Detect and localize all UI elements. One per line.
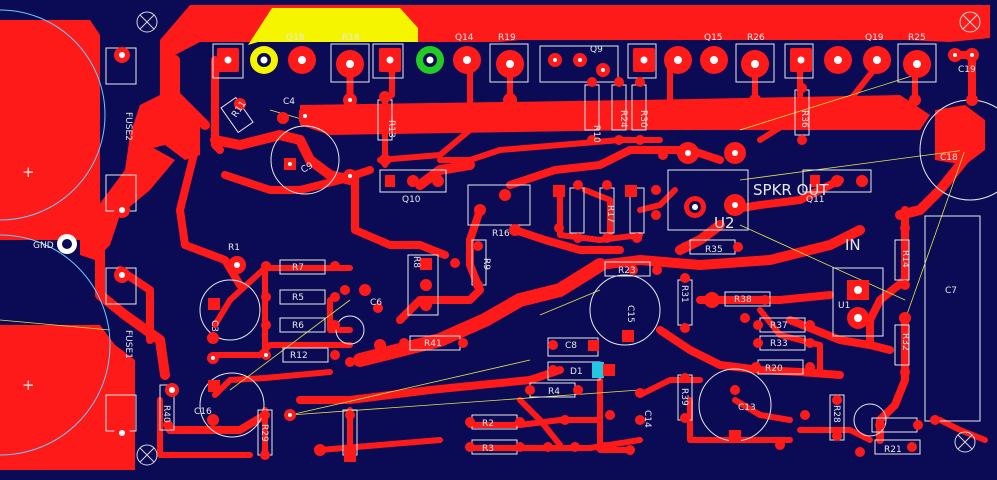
- label-r1: R1: [228, 243, 240, 253]
- label-r41: R41: [424, 339, 442, 349]
- label-r10: R10: [591, 125, 601, 143]
- label-r11: R11: [230, 99, 248, 119]
- label-r29: R29: [259, 424, 269, 442]
- label-u2: U2: [714, 214, 735, 232]
- label-spkr: SPKR OUT: [753, 181, 829, 199]
- label-r6: R6: [292, 321, 304, 331]
- label-r19: R19: [498, 33, 516, 43]
- label-r31: R31: [679, 285, 689, 303]
- label-c8: C8: [565, 341, 577, 351]
- label-u1: U1: [838, 301, 850, 311]
- label-r12: R12: [290, 351, 308, 361]
- pad-layer[interactable]: [57, 46, 979, 462]
- label-r28: R28: [831, 405, 841, 423]
- label-in: IN: [845, 236, 861, 254]
- label-r7: R7: [292, 263, 304, 273]
- label-c3: C3: [209, 320, 219, 332]
- label-r35: R35: [705, 245, 723, 255]
- label-r24: R24: [618, 110, 628, 128]
- label-r38: R38: [734, 295, 752, 305]
- label-c4: C4: [283, 97, 295, 107]
- label-r25: R25: [908, 33, 926, 43]
- label-q14: Q14: [455, 33, 474, 43]
- label-r5: R5: [292, 293, 304, 303]
- label-c15: C15: [625, 305, 635, 323]
- label-q9: Q9: [590, 45, 603, 55]
- highlighted-net-yellow[interactable]: [248, 8, 418, 45]
- component-labels: Q18 R18 Q14 R19 Q9 Q15 R26 Q19 R25 R11 C…: [22, 33, 976, 455]
- label-r40: R40: [161, 405, 171, 423]
- label-q11: Q11: [806, 195, 825, 205]
- label-c16: C16: [194, 407, 212, 417]
- plus-symbol-bottom: +: [22, 376, 35, 394]
- label-r3: R3: [482, 444, 494, 454]
- plus-symbol-top: +: [22, 163, 35, 181]
- label-r4: R4: [548, 387, 560, 397]
- label-c13: C13: [738, 403, 756, 413]
- label-r8: R8: [411, 256, 421, 268]
- label-r36: R36: [799, 110, 809, 128]
- label-r23: R23: [618, 266, 636, 276]
- label-r2: R2: [482, 419, 494, 429]
- label-r26: R26: [747, 33, 765, 43]
- label-r17: R17: [605, 205, 615, 223]
- label-r30: R30: [638, 110, 648, 128]
- label-r33: R33: [770, 339, 788, 349]
- label-r20: R20: [765, 364, 783, 374]
- label-r37: R37: [770, 321, 788, 331]
- label-d1: D1: [570, 367, 583, 377]
- label-fuse2: FUSE2: [123, 112, 133, 141]
- label-q19: Q19: [865, 33, 884, 43]
- label-c19: C19: [958, 65, 976, 75]
- label-c14: C14: [642, 410, 652, 428]
- label-q18: Q18: [286, 33, 305, 43]
- copper-pour-layer: [0, 5, 990, 470]
- label-c6: C6: [370, 298, 382, 308]
- label-q10: Q10: [402, 195, 421, 205]
- label-r21: R21: [884, 445, 902, 455]
- label-r9: R9: [481, 258, 491, 270]
- label-r39: R39: [679, 388, 689, 406]
- label-r18: R18: [342, 33, 360, 43]
- label-c7: C7: [945, 286, 957, 296]
- label-fuse1: FUSE1: [123, 330, 133, 359]
- label-r32: R32: [900, 333, 910, 351]
- trace-layer: [95, 51, 988, 458]
- label-r13: R13: [386, 120, 396, 138]
- label-q15: Q15: [704, 33, 723, 43]
- label-gnd: GND: [33, 241, 54, 251]
- label-c18: C18: [940, 153, 958, 163]
- label-r14: R14: [900, 250, 910, 268]
- label-r16: R16: [492, 229, 510, 239]
